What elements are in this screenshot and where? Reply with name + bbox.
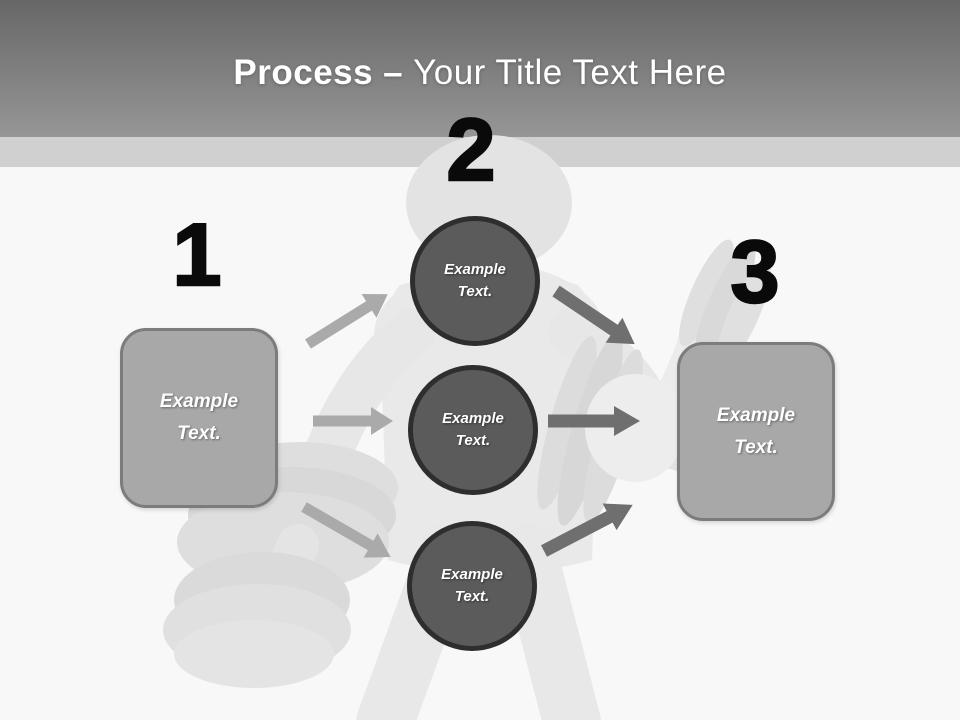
- figure-hand-right: [585, 374, 685, 482]
- title-topic: Process: [233, 53, 374, 92]
- step2-circle-3-label: Example Text.: [441, 566, 503, 605]
- step1-box: Example Text.: [120, 328, 278, 508]
- step2-circle-2-label: Example Text.: [442, 410, 504, 449]
- dumbbell-left: [163, 442, 398, 688]
- step2-circle-2: Example Text.: [408, 365, 538, 495]
- arrow-left-top: [305, 293, 388, 349]
- step-number-1: 1: [171, 205, 222, 304]
- title-subtitle: Your Title Text Here: [413, 53, 727, 92]
- step3-box-label: Example Text.: [716, 404, 796, 458]
- step2-circle-1: Example Text.: [410, 216, 540, 346]
- title-bar: Process–Your Title Text Here: [0, 0, 960, 137]
- dumbbell-right: [679, 239, 771, 369]
- step-number-3: 3: [729, 222, 780, 321]
- step-number-2: 2: [445, 100, 496, 199]
- arrow-right-top: [552, 285, 635, 345]
- step1-box-label: Example Text.: [159, 391, 239, 444]
- step2-circle-3: Example Text.: [407, 521, 537, 651]
- step2-circle-1-label: Example Text.: [444, 261, 506, 300]
- title-separator: –: [383, 53, 404, 92]
- step3-box: Example Text.: [677, 342, 835, 521]
- slide-title: Process–Your Title Text Here: [0, 52, 960, 94]
- arrow-right-middle: [548, 406, 640, 436]
- arrow-left-bottom: [301, 502, 391, 558]
- arrow-right-bottom: [540, 503, 633, 557]
- arrow-left-middle: [313, 407, 393, 435]
